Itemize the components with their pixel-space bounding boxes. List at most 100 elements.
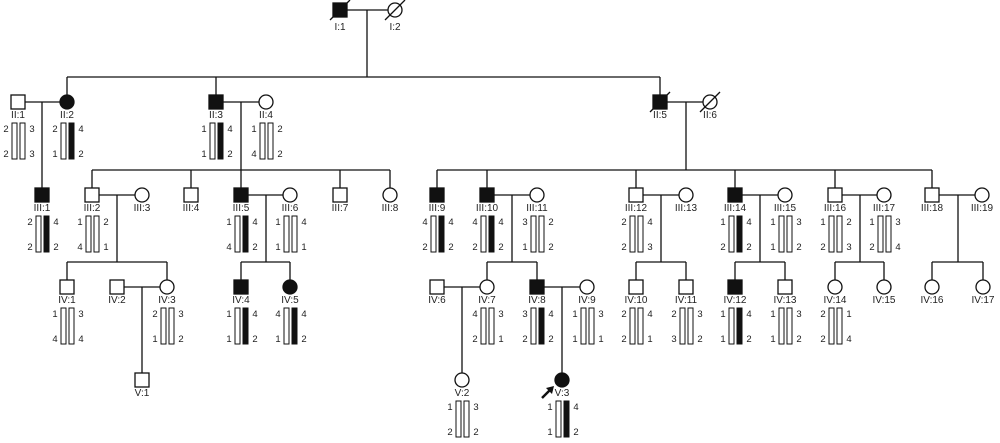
female-circle-symbol (975, 279, 991, 295)
male-square-symbol (34, 187, 50, 203)
individual-label: II:4 (259, 110, 273, 121)
haplotype-bar-right (588, 307, 595, 345)
allele-left: 2 (472, 334, 477, 345)
individual-iii-19[interactable]: III:19 (971, 187, 994, 214)
individual-label: IV:4 (232, 295, 250, 306)
individual-iii-18[interactable]: III:18 (921, 187, 944, 214)
haplotype-bar-left (480, 215, 487, 253)
individual-v-1[interactable]: V:1 (134, 372, 150, 399)
individual-iv-17[interactable]: IV:17 (972, 279, 995, 306)
individual-iii-8[interactable]: III:8 (382, 187, 399, 214)
individual-iii-4[interactable]: III:4 (183, 187, 200, 214)
individual-iii-7[interactable]: III:7 (332, 187, 349, 214)
allele-right: 3 (78, 309, 83, 320)
individual-label: III:9 (429, 203, 446, 214)
individual-iii-13[interactable]: III:13 (675, 187, 698, 214)
individual-iii-3[interactable]: III:3 (134, 187, 151, 214)
allele-right: 2 (252, 334, 257, 345)
haplotype-bar-left (877, 215, 884, 253)
allele-left: 2 (820, 334, 825, 345)
female-circle-symbol (479, 279, 495, 295)
haplotype-bar-right (836, 215, 843, 253)
individual-label: IV:8 (528, 295, 546, 306)
allele-left: 2 (671, 309, 676, 320)
individual-iv-2[interactable]: IV:2 (108, 279, 126, 306)
haplotype-bar-disease (43, 215, 50, 253)
allele-left: 2 (27, 242, 32, 253)
allele-left: 2 (820, 242, 825, 253)
individual-i-1[interactable]: I:1 (329, 0, 351, 33)
allele-right: 1 (301, 242, 306, 253)
allele-left: 2 (3, 124, 8, 135)
haplotype-bar-right (19, 122, 26, 160)
allele-right: 4 (846, 334, 851, 345)
female-circle-symbol (454, 372, 470, 388)
female-circle-symbol (876, 187, 892, 203)
individual-ii-6[interactable]: II:6 (699, 91, 721, 121)
allele-left: 1 (251, 124, 256, 135)
allele-left: 1 (572, 334, 577, 345)
allele-left: 1 (152, 334, 157, 345)
individual-label: IV:13 (774, 295, 797, 306)
male-square-symbol (727, 279, 743, 295)
individual-label: III:15 (774, 203, 797, 214)
haplotype-bar-left (828, 215, 835, 253)
individual-label: II:1 (11, 110, 25, 121)
individual-label: II:6 (703, 110, 717, 121)
individual-iv-15[interactable]: IV:15 (873, 279, 896, 306)
male-square-symbol (529, 279, 545, 295)
allele-right: 4 (573, 402, 578, 413)
haplotype-bar-disease (242, 215, 249, 253)
allele-left: 2 (522, 334, 527, 345)
individual-label: IV:3 (158, 295, 176, 306)
allele-left: 1 (720, 217, 725, 228)
individual-iv-16[interactable]: IV:16 (921, 279, 944, 306)
haplotype-bar-left (234, 307, 241, 345)
individual-ii-5[interactable]: II:5 (649, 91, 671, 121)
individual-label: III:14 (724, 203, 747, 214)
male-square-symbol (628, 279, 644, 295)
individual-label: IV:5 (281, 295, 299, 306)
male-square-symbol (233, 279, 249, 295)
individual-i-2[interactable]: I:2 (384, 0, 406, 33)
arrow-head (546, 386, 554, 394)
individual-label: V:3 (555, 388, 570, 399)
haplotype-bar-left (480, 307, 487, 345)
allele-right: 3 (178, 309, 183, 320)
individual-iv-6[interactable]: IV:6 (428, 279, 446, 306)
allele-left: 1 (77, 217, 82, 228)
allele-left: 1 (770, 242, 775, 253)
haplotype-bar-left (778, 307, 785, 345)
male-square-symbol (109, 279, 125, 295)
